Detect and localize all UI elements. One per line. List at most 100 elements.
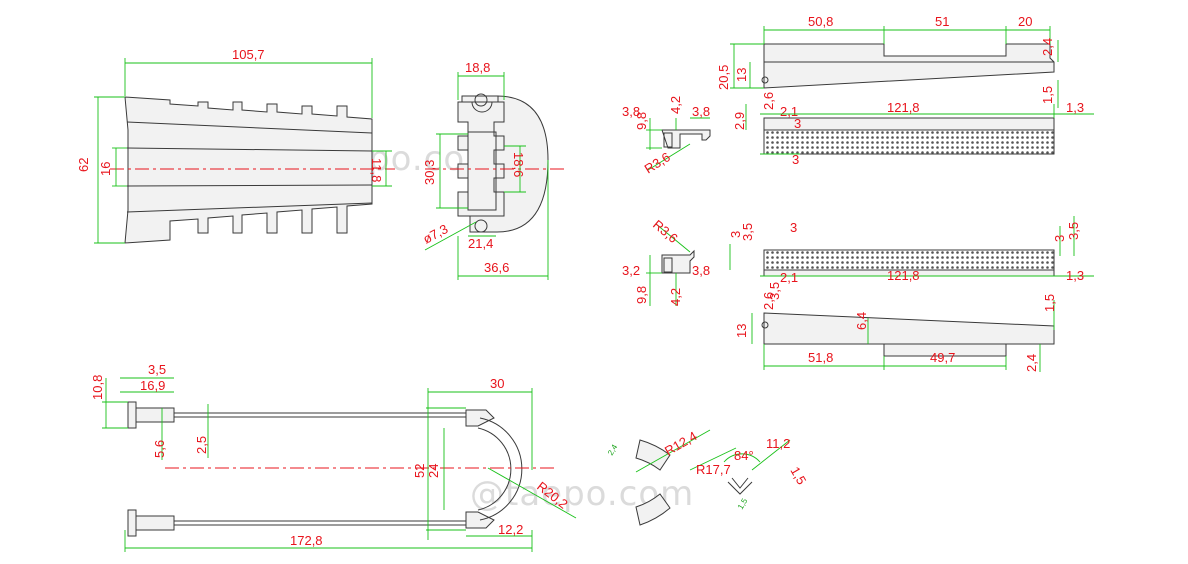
end-body [457,95,505,217]
leader-line [635,429,711,473]
dim-label: 3 [794,116,801,131]
shim-section-body [661,129,711,149]
dim-label: 2,6 [761,292,776,310]
dim-label: 3,8 [692,263,710,278]
dim-label: 3,8 [692,104,710,119]
bail-loop-outer [479,417,523,521]
wedge-side-view: 105,7 62 16 11,8 [76,47,395,244]
dim-label: 20,5 [716,65,731,90]
dim-label: 18,6 [511,152,526,177]
dim-label: 36,6 [484,260,509,275]
dim-label: 1,5 [1040,86,1055,104]
dim-label: 2,4 [1040,38,1055,56]
dim-label: 2,4 [1024,354,1039,372]
leader-line [655,223,691,253]
bail-sector-bottom [635,493,671,526]
dim-label: 49,7 [930,350,955,365]
dim-label: 13 [734,68,749,82]
leader-line [487,467,577,519]
dim-label: R17,7 [696,462,731,477]
dim-label: 121,8 [887,100,920,115]
leader-line [647,143,691,171]
dim-label: 2,5 [194,436,209,454]
dim-label: 9,8 [634,286,649,304]
shim-bottom-section: R3,6 3,5 3 3,2 9,8 4,2 3,8 [622,217,755,306]
dim-label: 20 [1018,14,1032,29]
leader-line [424,221,477,251]
dim-label: 121,8 [887,268,920,283]
dim-label: 3,5 [767,282,782,300]
dim-label: 3,2 [622,263,640,278]
dim-label: R3,6 [642,149,673,176]
dim-label: 24 [426,464,441,478]
dim-label: 2,1 [780,270,798,285]
shim-bottom-views: 3 3 3,5 121,8 2,1 1,3 2,6 3,5 13 6,4 1,5… [734,216,1094,372]
wedge-line [126,147,373,152]
dim-label: 11,2 [766,436,790,451]
dim-label: 30,3 [422,160,437,185]
bail-loop-inner [477,427,512,511]
bail-ferrule-top [135,407,175,423]
dim-label: 52 [412,464,427,478]
wedge-line [126,121,373,134]
dim-label: 2,4 [606,442,620,457]
bail-view: 10,8 3,5 16,9 5,6 2,5 30 52 24 R20,2 172… [90,362,577,552]
dim-label: 10,8 [90,375,105,400]
dim-label: 1,5 [1042,294,1057,312]
dim-label: 3,5 [148,362,166,377]
shim-top-views: 50,8 51 20 20,5 13 2,4 2,6 1,5 2,9 2,1 1… [716,14,1094,167]
shim-top-section: 3,8 9,8 4,2 3,8 R3,6 [622,96,711,177]
dim-label: 13 [734,324,749,338]
dim-label: 62 [76,158,91,172]
end-slot [467,131,497,211]
dim-label: 3,5 [740,223,755,241]
dim-label: 18,8 [465,60,490,75]
shim-bottom-plan [763,249,1055,271]
shim-section-slot [663,132,673,148]
dim-label: 3,5 [1066,222,1081,240]
end-hole-bottom [474,219,488,233]
wedge-body [124,96,373,244]
dim-label: 84° [734,448,754,463]
dim-label: 11,8 [369,158,384,182]
shim-section-slot [663,257,673,273]
bail-v-section [727,481,753,495]
shim-top-rail [763,117,1055,131]
bail-v-section-inner [731,477,749,489]
shim-pin [761,76,769,84]
dim-label: 4,2 [668,96,683,114]
bail-sector-top [635,439,671,471]
wedge-line [126,184,373,187]
dim-label: R12,4 [662,428,700,458]
dim-label: 1,3 [1066,268,1084,283]
dim-label: 51,8 [808,350,833,365]
angle-arc [723,453,761,463]
shim-pin [761,321,769,329]
bail-ferrule-bottom [135,515,175,531]
dim-label: 21,4 [468,236,493,251]
bail-head-bottom [127,509,137,537]
leader-line [751,439,791,471]
leader-line [689,447,737,471]
dim-label: 172,8 [290,533,323,548]
dim-label: 16 [98,162,113,176]
dim-label: 5,6 [152,440,167,458]
dim-label: 1,5 [736,496,750,511]
dim-label: 51 [935,14,949,29]
dim-label: 9,8 [634,112,649,130]
dim-label: 3 [790,220,797,235]
dim-label: 2,6 [761,92,776,110]
dim-label: 16,9 [140,378,165,393]
dim-label: 1,3 [1066,100,1084,115]
end-hole-top [474,93,488,107]
wedge-line [126,202,373,213]
dim-label: 3 [1052,235,1067,242]
dim-label: 12,2 [498,522,523,537]
dim-label: 2,1 [780,104,798,119]
dim-label: 105,7 [232,47,265,62]
dim-label: 4,2 [668,288,683,306]
wedge-end-view: 18,8 30,3 18,6 ø7,3 21,4 36,6 [420,60,565,280]
dim-label: 3,8 [622,104,640,119]
dim-label: 6,4 [854,312,869,330]
